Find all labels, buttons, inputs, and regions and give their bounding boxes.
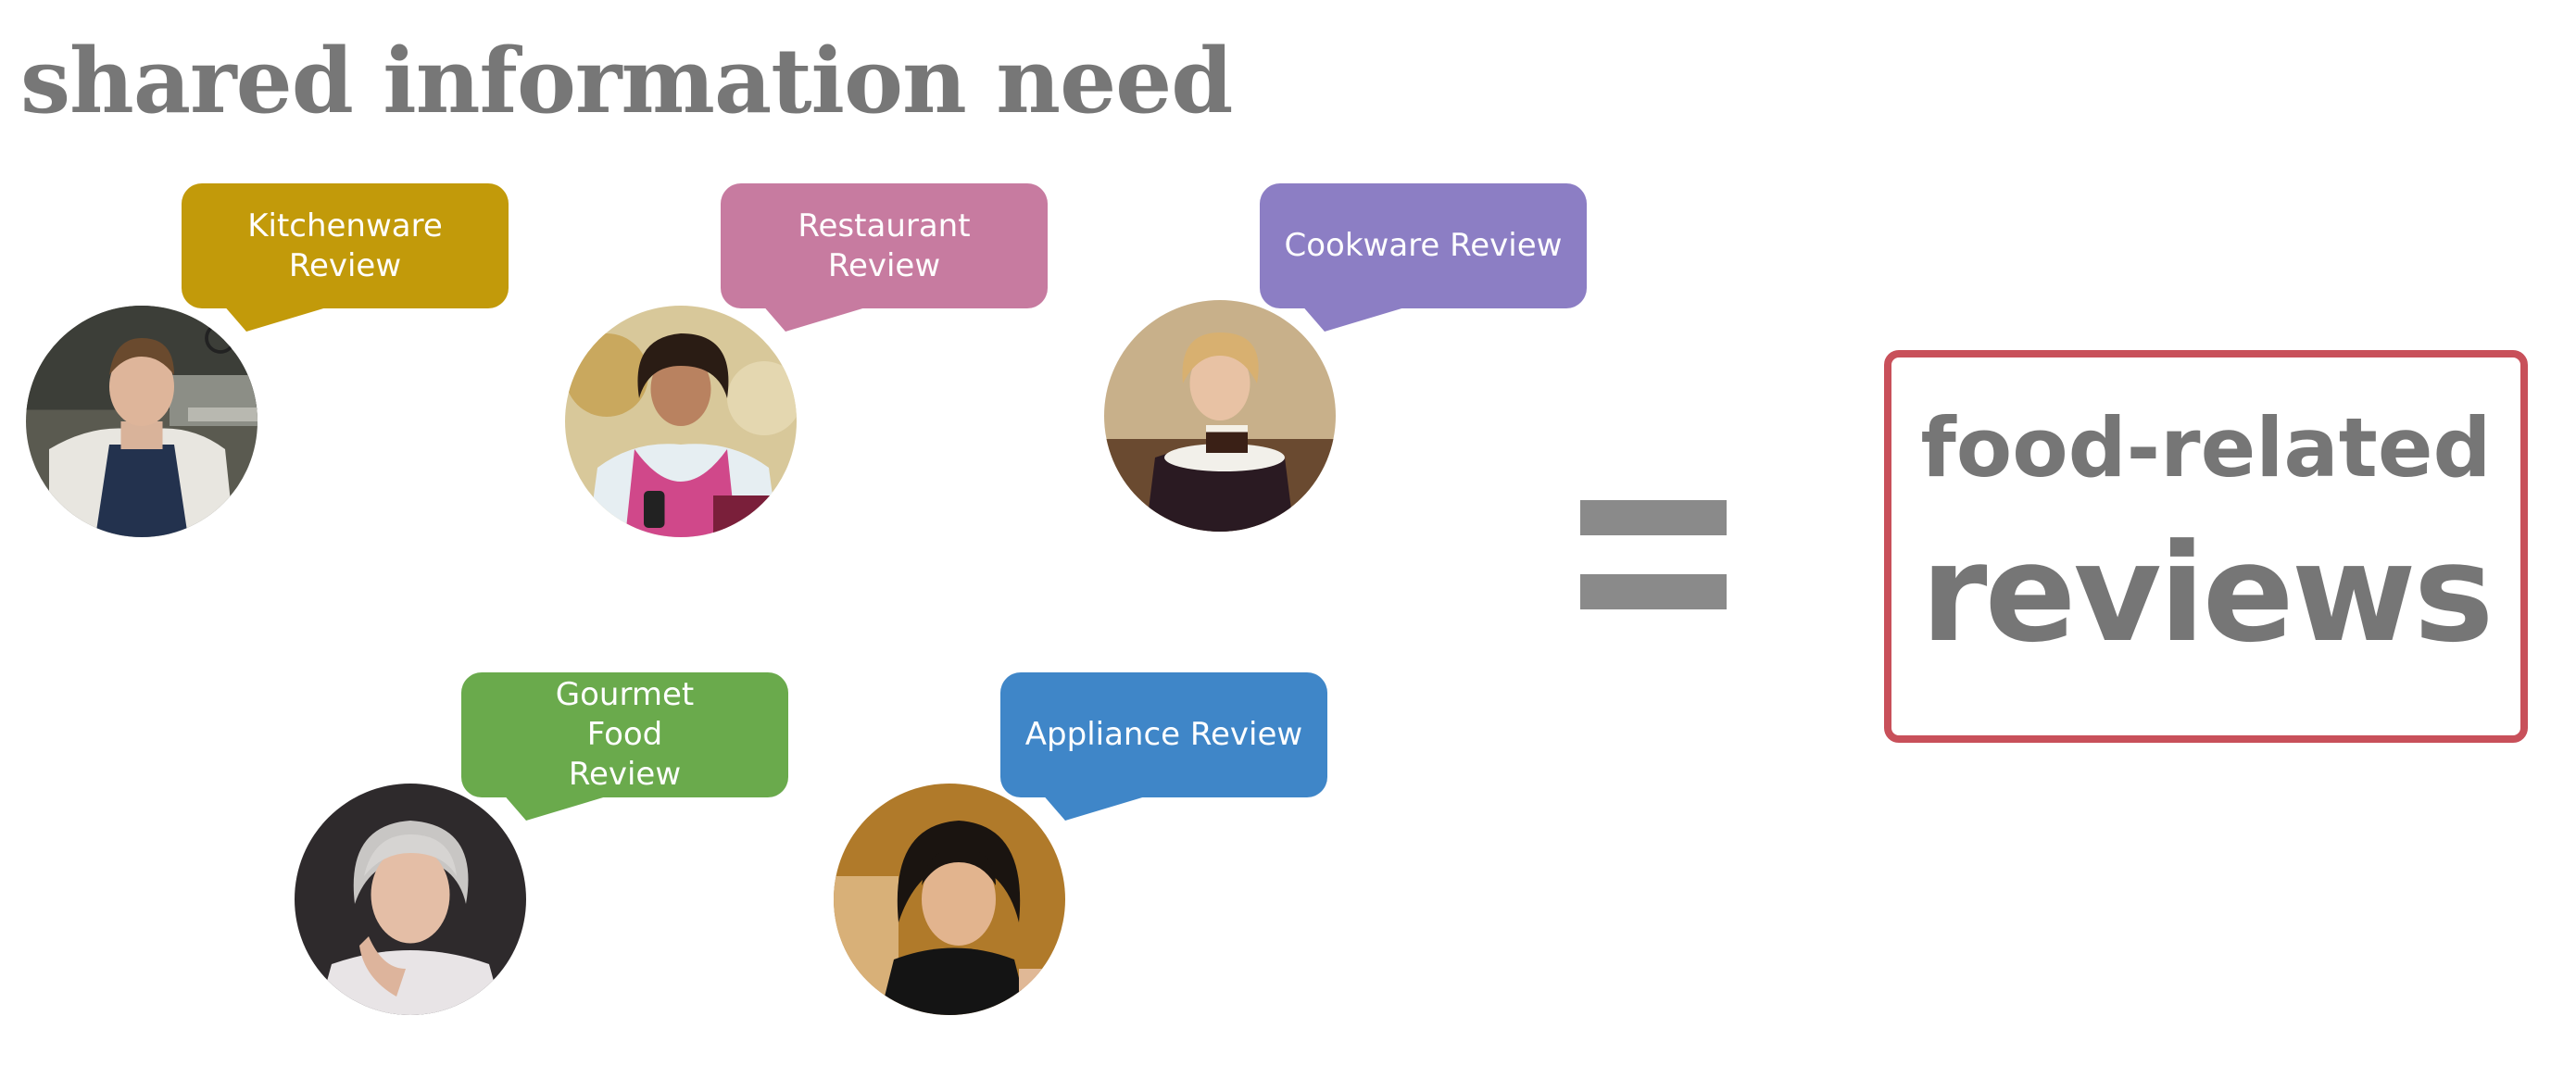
speech-bubble-appliance: Appliance Review <box>1000 672 1327 821</box>
speech-bubble-tail <box>761 304 878 332</box>
speech-bubble-tail <box>1301 304 1417 332</box>
speech-bubble-tail <box>222 304 339 332</box>
avatar-student <box>565 306 797 537</box>
equals-sign <box>1580 500 1727 609</box>
older-woman-portrait-image <box>295 784 526 1015</box>
speech-bubble-tail <box>1041 793 1158 821</box>
avatar-young-woman <box>834 784 1065 1015</box>
speech-bubble-gourmet-food: Gourmet Food Review <box>461 672 788 821</box>
student-portrait-image <box>565 306 797 537</box>
equals-top-bar <box>1580 500 1727 535</box>
equals-bottom-bar <box>1580 574 1727 609</box>
speech-bubble-label: Appliance Review <box>1024 716 1303 753</box>
speech-bubble-kitchenware: Kitchenware Review <box>182 183 509 332</box>
speech-bubble-label: Restaurant Review <box>798 207 971 284</box>
young-woman-portrait-image <box>834 784 1065 1015</box>
avatar-diner <box>1104 300 1336 532</box>
result-box: food-related reviews <box>1884 350 2528 743</box>
result-label-reviews: reviews <box>1920 515 2494 672</box>
speech-bubble-label: Gourmet Food Review <box>555 676 695 793</box>
avatar-older-woman <box>295 784 526 1015</box>
speech-bubble-tail <box>502 793 619 821</box>
page-title: shared information need <box>20 29 1233 133</box>
speech-bubble-cookware: Cookware Review <box>1260 183 1587 332</box>
speech-bubble-label: Cookware Review <box>1284 227 1563 264</box>
diner-portrait-image <box>1104 300 1336 532</box>
speech-bubble-label: Kitchenware Review <box>247 207 443 284</box>
chef-portrait-image <box>26 306 258 537</box>
avatar-chef <box>26 306 258 537</box>
speech-bubble-restaurant: Restaurant Review <box>721 183 1048 332</box>
result-label-food-related: food-related <box>1920 400 2492 495</box>
